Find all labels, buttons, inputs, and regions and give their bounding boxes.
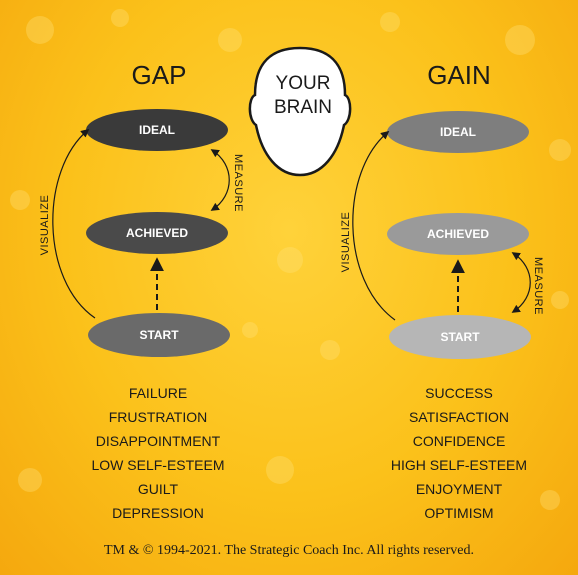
gap-outcome-item: GUILT — [137, 481, 179, 497]
gain-achieved-node — [387, 213, 529, 255]
gap-ideal-node — [86, 109, 228, 151]
gap-outcome-item: FAILURE — [128, 385, 188, 401]
gain-outcome-item: SATISFACTION — [408, 409, 510, 425]
gain-outcome-item: CONFIDENCE — [412, 433, 506, 449]
gap-achieved-label: ACHIEVED — [126, 226, 188, 240]
gain-outcome-item: HIGH SELF-ESTEEM — [390, 457, 528, 473]
gain-ideal-node — [387, 111, 529, 153]
gap-ideal-label: IDEAL — [139, 123, 175, 137]
brain-label-line2: BRAIN — [274, 97, 332, 118]
gap-measure-label: MEASURE — [232, 154, 244, 212]
gain-title: GAIN — [427, 60, 491, 90]
gap-outcome-item: FRUSTRATION — [108, 409, 208, 425]
gap-visualize-arrow — [52, 128, 96, 319]
gap-outcome-item: DEPRESSION — [112, 505, 204, 521]
gap-title: GAP — [132, 60, 187, 90]
gap-outcome-item: LOW SELF-ESTEEM — [91, 457, 225, 473]
gap-visualize-label: VISUALIZE — [39, 195, 51, 256]
gain-start-label: START — [440, 330, 480, 344]
head-icon — [248, 46, 352, 177]
brain-label-line1: YOUR — [276, 73, 331, 94]
gain-achieved-label: ACHIEVED — [427, 227, 489, 241]
gap-outcomes-list: FAILURE FRUSTRATION DISAPPOINTMENT LOW S… — [48, 381, 268, 525]
gain-outcomes-list: SUCCESS SATISFACTION CONFIDENCE HIGH SEL… — [349, 381, 569, 525]
gain-outcome-item: OPTIMISM — [424, 505, 494, 521]
gain-ideal-label: IDEAL — [440, 125, 476, 139]
gap-start-node — [88, 313, 230, 357]
gap-achieved-node — [86, 212, 228, 254]
gain-visualize-label: VISUALIZE — [340, 212, 352, 273]
gain-start-node — [389, 315, 531, 359]
gap-outcome-item: DISAPPOINTMENT — [95, 433, 221, 449]
gap-start-label: START — [139, 328, 179, 342]
gain-measure-arrow — [511, 252, 531, 313]
copyright-footer: TM & © 1994-2021. The Strategic Coach In… — [103, 543, 475, 558]
gain-measure-label: MEASURE — [532, 257, 544, 315]
gain-outcome-item: ENJOYMENT — [415, 481, 503, 497]
gap-measure-arrow — [210, 149, 230, 211]
gain-visualize-arrow — [352, 130, 396, 321]
background-bokeh — [10, 9, 571, 510]
gain-outcome-item: SUCCESS — [425, 385, 493, 401]
